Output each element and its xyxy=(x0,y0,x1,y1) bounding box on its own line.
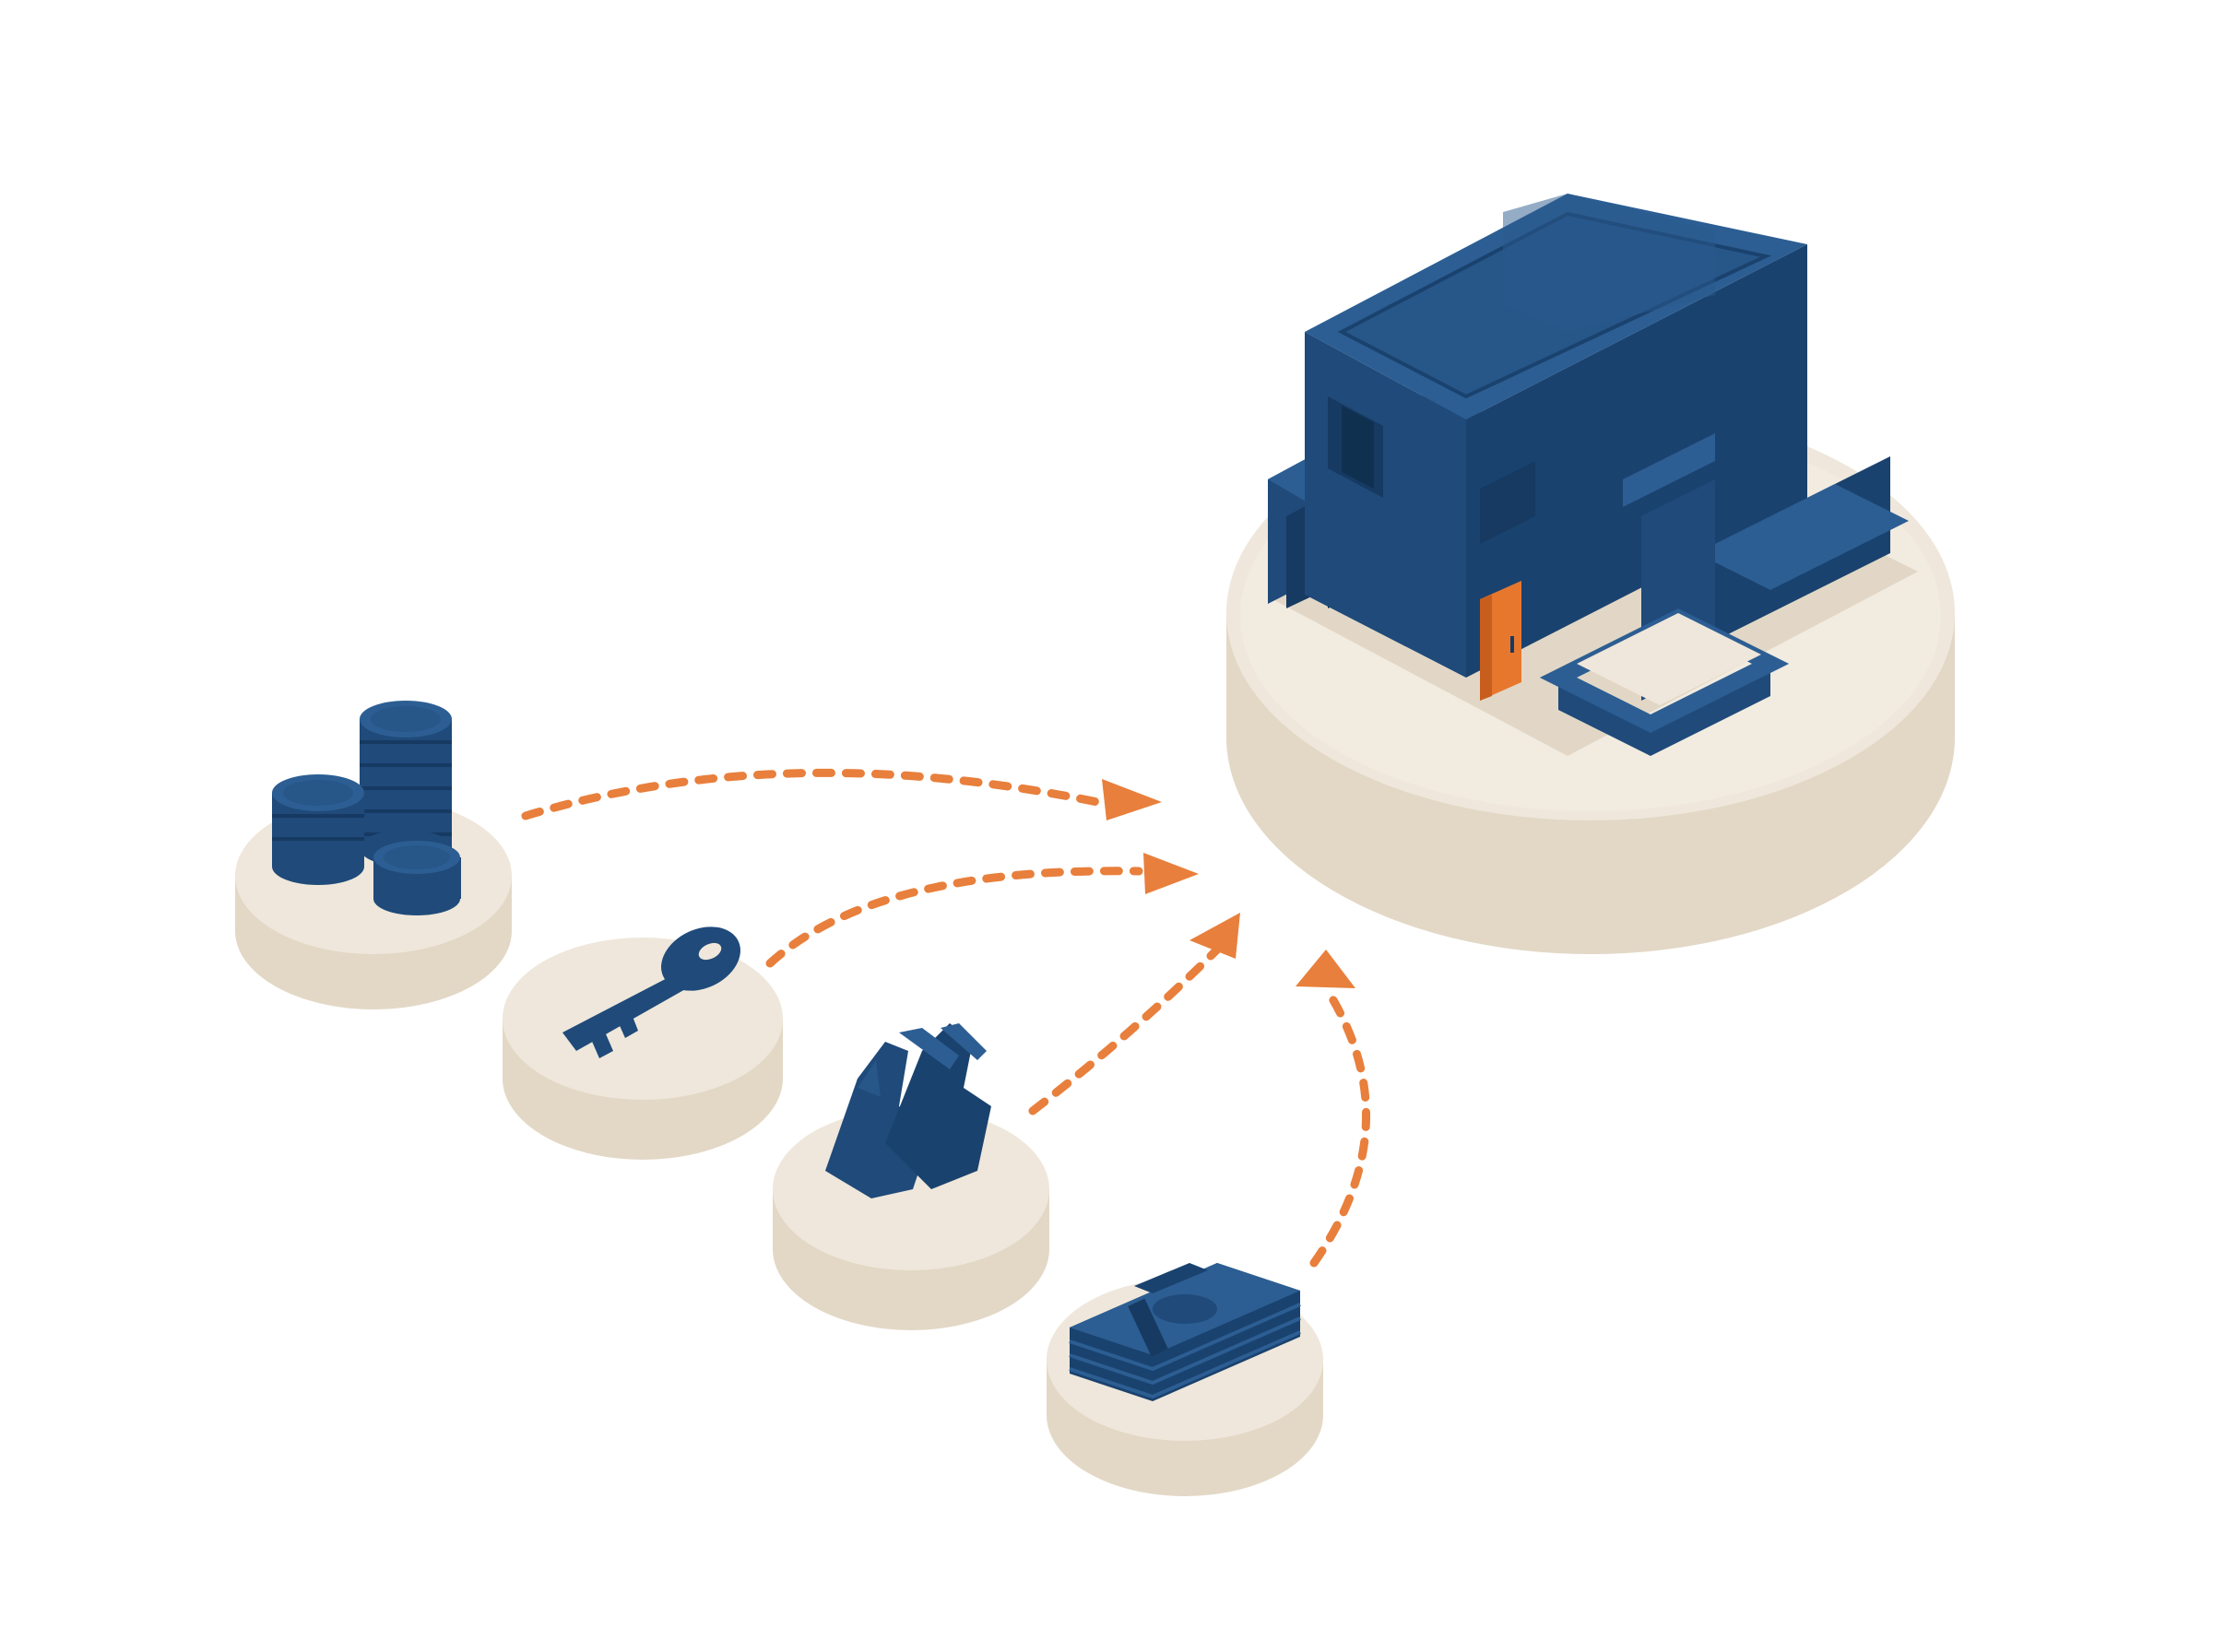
house-icon xyxy=(1268,194,1918,756)
cash-stack-icon xyxy=(1069,1263,1301,1401)
arrowhead-key xyxy=(1143,853,1199,894)
arrowhead-coins xyxy=(1102,779,1162,820)
key-pedestal xyxy=(503,938,783,1160)
house-door xyxy=(1480,581,1521,701)
arrow-path-key xyxy=(765,867,1143,968)
arrow-path-coins xyxy=(521,768,1102,820)
dotted-arrows xyxy=(521,768,1371,1268)
house-windows-left xyxy=(1328,396,1535,544)
house-terrace xyxy=(1539,608,1790,756)
key-icon xyxy=(562,926,740,1058)
arrowhead-handshake xyxy=(1189,913,1240,959)
arrow-path-handshake xyxy=(1028,945,1222,1115)
handshake-icon xyxy=(825,1023,991,1198)
arrow-path-cash xyxy=(1309,986,1371,1268)
arrowheads xyxy=(1102,779,1355,988)
arrowhead-cash xyxy=(1296,950,1355,988)
coins-stack-icon xyxy=(272,701,461,915)
